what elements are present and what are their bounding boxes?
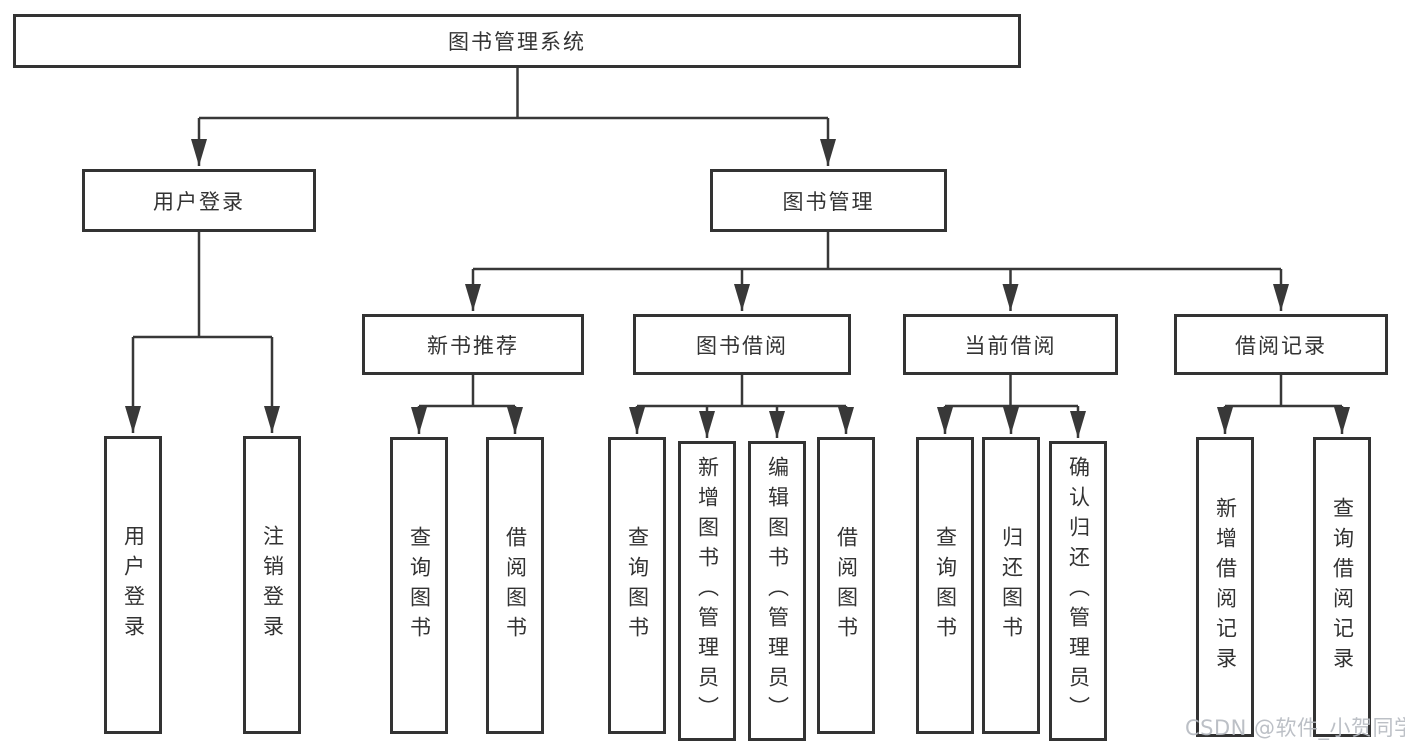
leaf-borrow-books: 借阅图书 [817,437,875,734]
leaf-user-login: 用户登录 [104,436,162,734]
leaf-return-books: 归还图书 [982,437,1040,734]
leaf-query-books-recommend: 查询图书 [390,437,448,734]
node-book-management-label: 图书管理 [782,189,875,214]
node-book-borrow-label: 图书借阅 [696,333,788,358]
leaf-borrow-books-label: 借阅图书 [834,525,859,646]
leaf-add-borrow-record: 新增借阅记录 [1196,437,1254,737]
leaf-logout: 注销登录 [243,436,301,734]
leaf-confirm-return-admin: 确认归还（管理员） [1049,441,1107,741]
node-root-label: 图书管理系统 [448,30,586,54]
node-new-book-recommend-label: 新书推荐 [427,333,519,358]
node-current-borrow: 当前借阅 [903,314,1118,375]
leaf-confirm-return-admin-label: 确认归还（管理员） [1066,456,1091,726]
leaf-query-books-current: 查询图书 [916,437,974,734]
leaf-add-books-admin: 新增图书（管理员） [678,441,736,741]
node-root-system: 图书管理系统 [13,14,1021,68]
leaf-query-borrow-record: 查询借阅记录 [1313,437,1371,737]
leaf-edit-books-admin-label: 编辑图书（管理员） [765,456,790,726]
csdn-watermark: CSDN @软件_小贺同学 [1185,716,1405,740]
leaf-query-books-recommend-label: 查询图书 [407,525,432,646]
node-book-borrow: 图书借阅 [633,314,851,375]
leaf-borrow-books-recommend: 借阅图书 [486,437,544,734]
node-user-login-label: 用户登录 [153,189,245,214]
connector-borrow-records-rail [1225,375,1342,408]
node-book-management: 图书管理 [710,169,947,232]
leaf-query-borrow-record-label: 查询借阅记录 [1330,497,1355,677]
leaf-return-books-label: 归还图书 [999,525,1024,646]
node-borrow-records: 借阅记录 [1174,314,1388,375]
leaf-edit-books-admin: 编辑图书（管理员） [748,441,806,741]
node-user-login: 用户登录 [82,169,316,232]
leaf-query-books-borrow-label: 查询图书 [625,525,650,646]
node-current-borrow-label: 当前借阅 [964,333,1057,358]
leaf-add-borrow-record-label: 新增借阅记录 [1213,497,1238,677]
leaf-query-books-current-label: 查询图书 [933,525,958,646]
leaf-logout-label: 注销登录 [260,525,285,645]
leaf-user-login-label: 用户登录 [121,525,146,645]
connector-book-mgmt-rail [473,232,1281,271]
node-new-book-recommend: 新书推荐 [362,314,584,375]
node-borrow-records-label: 借阅记录 [1235,333,1327,358]
connector-current-borrow-rail [945,375,1078,408]
connector-book-borrow-rail [637,375,846,408]
leaf-borrow-books-recommend-label: 借阅图书 [503,525,528,646]
connector-new-books-rail [419,375,515,408]
leaf-query-books-borrow: 查询图书 [608,437,666,734]
connector-user-login-rail [133,232,272,339]
leaf-add-books-admin-label: 新增图书（管理员） [695,456,720,726]
connector-root-rail [199,68,828,120]
